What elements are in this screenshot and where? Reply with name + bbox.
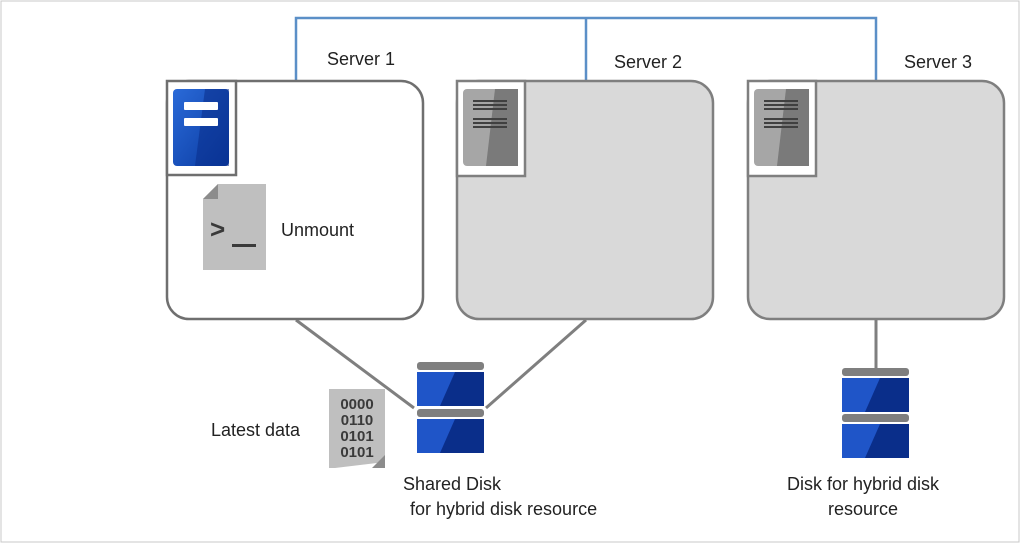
data-bits-row: 0101: [340, 428, 373, 445]
shared-disk-label-line2: for hybrid disk resource: [410, 499, 597, 519]
server-icon-active: [173, 89, 229, 166]
server-1-box: > Unmount: [165, 79, 425, 321]
server-3-label: Server 3: [904, 52, 972, 72]
data-bits-row: 0000: [340, 396, 373, 413]
latest-data-icon: 0000 0110 0101 0101: [329, 389, 385, 468]
shared-disk-icon: [417, 362, 484, 453]
hybrid-disk-icon: [842, 368, 909, 458]
server-1-action: Unmount: [281, 220, 354, 240]
disk-connection-lines: [295, 318, 878, 410]
network-lines: [294, 16, 878, 82]
server-icon-standby: [463, 89, 518, 166]
hybrid-disk-label-line2: resource: [828, 499, 898, 519]
svg-text:>: >: [210, 214, 225, 244]
server-2-box: [455, 79, 715, 321]
shared-disk-label-line1: Shared Disk: [403, 474, 502, 494]
hybrid-disk-label-line1: Disk for hybrid disk: [787, 474, 940, 494]
data-bits-row: 0101: [340, 444, 373, 461]
server-2-label: Server 2: [614, 52, 682, 72]
server-3-box: [746, 79, 1006, 321]
data-bits-row: 0110: [341, 412, 374, 429]
server-icon-standby: [754, 89, 809, 166]
latest-data-label: Latest data: [211, 420, 301, 440]
server-1-label: Server 1: [327, 49, 395, 69]
script-icon: >: [203, 184, 266, 270]
